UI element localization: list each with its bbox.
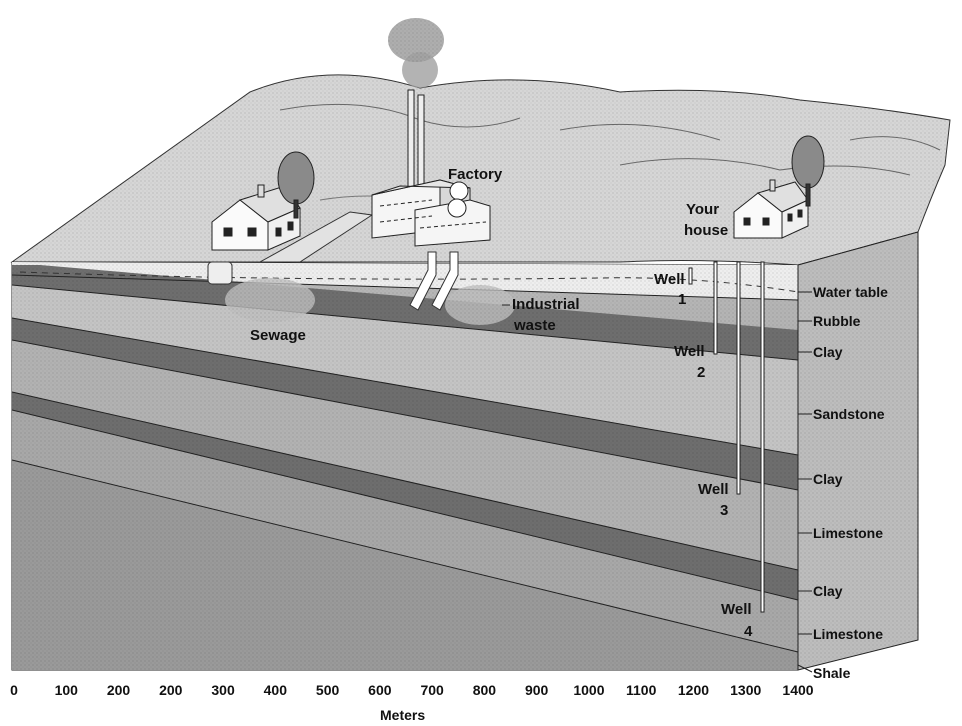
well-4-label-line1: Well xyxy=(721,601,752,618)
water-table-label: Water table xyxy=(813,284,888,300)
scale-tick-11: 1000 xyxy=(573,682,604,698)
well-2-label-line1: Well xyxy=(674,343,705,360)
well-2-label-line2: 2 xyxy=(697,364,705,381)
scale-tick-8: 700 xyxy=(420,682,444,698)
right-tree xyxy=(791,135,825,207)
factory-label: Factory xyxy=(448,166,503,183)
your-house xyxy=(733,179,809,239)
scale-tick-6: 500 xyxy=(316,682,340,698)
your-house-label-line2: house xyxy=(684,222,728,239)
industrial-waste-label-line2: waste xyxy=(513,317,556,334)
smoke-plume xyxy=(388,18,444,88)
well-4 xyxy=(760,261,765,613)
scale-tick-4: 300 xyxy=(211,682,235,698)
scale-tick-5: 400 xyxy=(264,682,288,698)
well-4-label-line2: 4 xyxy=(744,623,753,640)
scale-tick-14: 1300 xyxy=(730,682,761,698)
scale-tick-10: 900 xyxy=(525,682,549,698)
scale-tick-3: 200 xyxy=(159,682,183,698)
sandstone-label: Sandstone xyxy=(813,406,885,422)
industrial-waste-label-line1: Industrial xyxy=(512,296,580,313)
scale-tick-1: 100 xyxy=(55,682,79,698)
clay-label-3: Clay xyxy=(813,583,843,599)
your-house-label-line1: Your xyxy=(686,201,719,218)
well-3 xyxy=(736,261,741,495)
clay-label-1: Clay xyxy=(813,344,843,360)
scale-tick-2: 200 xyxy=(107,682,131,698)
limestone-label-1: Limestone xyxy=(813,525,883,541)
scale-tick-12: 1100 xyxy=(626,682,657,698)
scale-tick-7: 600 xyxy=(368,682,392,698)
well-3-label-line2: 3 xyxy=(720,502,728,519)
factory xyxy=(371,89,491,247)
left-tree xyxy=(277,151,315,219)
rubble-label: Rubble xyxy=(813,313,861,329)
left-house xyxy=(211,184,301,251)
well-2 xyxy=(713,261,718,355)
well-1 xyxy=(688,267,693,285)
scale-tick-9: 800 xyxy=(473,682,497,698)
scale-tick-15: 1400 xyxy=(782,682,813,698)
scale-tick-13: 1200 xyxy=(678,682,709,698)
well-1-label-line1: Well xyxy=(654,271,685,288)
clay-label-2: Clay xyxy=(813,471,843,487)
waste-pipes xyxy=(409,251,459,311)
well-1-label-line2: 1 xyxy=(678,291,686,308)
wells xyxy=(688,261,765,613)
scale-tick-0: 0 xyxy=(10,682,18,698)
sewage-label: Sewage xyxy=(250,327,306,344)
scale-tick-labels: 0 100 200 200 300 400 500 600 700 800 900 1000 1100 1… xyxy=(10,682,814,698)
limestone-label-2: Limestone xyxy=(813,626,883,642)
well-3-label-line1: Well xyxy=(698,481,729,498)
shale-label: Shale xyxy=(813,665,851,681)
scale-unit-label: Meters xyxy=(380,707,425,723)
septic-tank xyxy=(207,261,233,285)
